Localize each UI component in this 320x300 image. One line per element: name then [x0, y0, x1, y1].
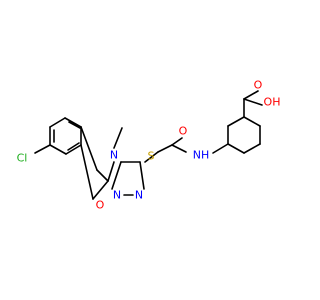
bond-f2: [80, 126, 98, 171]
bonds: [34, 90, 263, 200]
bond-f4: [92, 180, 109, 200]
molecule-canvas: Cl O N N N S O NH OH O: [16, 78, 281, 212]
bond-b5: [49, 117, 66, 128]
bond-s1: [144, 151, 159, 163]
atom-o-furan: O: [96, 199, 105, 212]
bond-c2: [171, 144, 187, 153]
bond-b2: [65, 144, 82, 155]
atom-cl: Cl: [17, 152, 28, 165]
bond-a3: [243, 116, 261, 127]
bond-a6: [227, 143, 245, 154]
atom-o-acid: O: [254, 79, 263, 92]
bond-f3: [96, 169, 109, 182]
bond-b2d: [67, 142, 80, 151]
bond-b4d: [68, 121, 81, 129]
bond-t5: [139, 161, 145, 190]
bond-a2: [227, 116, 245, 127]
atom-nh-amide: NH: [193, 149, 210, 162]
bond-a0: [212, 143, 229, 154]
bond-c5: [243, 98, 263, 106]
atom-oh-acid: OH: [264, 96, 281, 109]
bond-t1m: [113, 127, 123, 149]
atom-sulfur: S: [148, 150, 155, 163]
bond-s2: [157, 144, 173, 153]
bond-f1: [80, 144, 94, 200]
bond-t3: [111, 161, 122, 190]
bond-a5: [243, 143, 261, 154]
bond-t1: [107, 161, 115, 182]
bond-b4: [64, 117, 82, 128]
structure-drawing: Cl O N N N S O NH OH O: [17, 79, 281, 212]
bond-b1: [49, 144, 67, 155]
atom-n2-triazole: N: [135, 189, 143, 202]
atom-n1-triazole: N: [113, 189, 121, 202]
atom-o-amide: O: [179, 125, 188, 138]
bond-cl-bond: [34, 144, 51, 154]
atom-n-methyl: N: [110, 149, 118, 162]
bond-c4: [243, 90, 259, 100]
bond-c1: [171, 137, 183, 146]
atom-labels: Cl O N N N S O NH OH O: [17, 79, 281, 212]
